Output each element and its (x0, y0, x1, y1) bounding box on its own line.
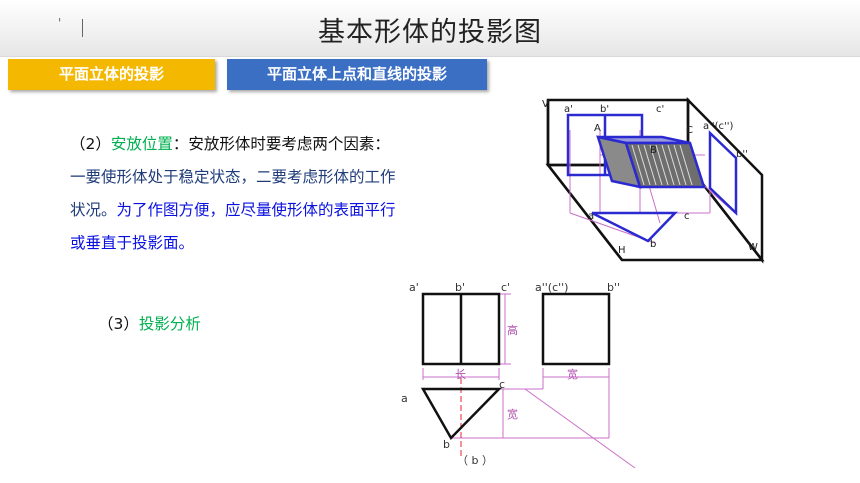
label-b: b (650, 239, 656, 250)
label-H: H (618, 245, 626, 256)
isometric-projection-diagram: V W H a' b' c' a''(c'') b'' A B C a b c (542, 96, 765, 264)
section2-number: （2） (70, 135, 111, 153)
label-b-dprime: b'' (736, 149, 748, 160)
orthographic-projection-diagram: 高 长 宽 宽 a' b' c' a''(c'') b'' a c b （ b … (401, 281, 636, 469)
label-C: C (686, 125, 693, 136)
label-a-prime: a' (564, 104, 573, 115)
h-projection (591, 211, 678, 243)
section2-paragraph: （2）安放位置：安放形体时要考虑两个因素： 一要使形体处于稳定状态，二要考虑形体的… (70, 128, 405, 260)
section2-heading: 安放位置 (110, 135, 173, 153)
label-a-dprime-c: a''(c'') (703, 121, 734, 132)
section3-heading-line: （3）投影分析 (98, 312, 201, 334)
label-b-prime: b' (600, 104, 609, 115)
dim-width-top: 宽 (507, 407, 518, 421)
section2-factors-label: 因素： (343, 135, 390, 153)
frame-left (546, 100, 623, 261)
dim-length: 长 (455, 368, 466, 381)
slide-header: ' 基本形体的投影图 (0, 0, 860, 57)
dim-height: 高 (507, 323, 518, 337)
caption: （ b ） (457, 454, 493, 467)
label-a: a (588, 211, 594, 222)
label-W: W (748, 242, 758, 253)
top-view (420, 387, 502, 441)
section2-line1-tail: 安放形体时要考虑两个 (188, 135, 344, 153)
tab-plane-solid-projection[interactable]: 平面立体的投影 (8, 59, 215, 90)
triangular-prism (596, 135, 706, 189)
section2-colon: ： (172, 135, 189, 153)
label-B: B (650, 145, 657, 156)
label-c-prime: c' (656, 104, 664, 115)
label-a-prime: a' (409, 281, 419, 294)
section3-number: （3） (98, 315, 139, 333)
w-projection (708, 130, 738, 216)
label-V: V (542, 99, 549, 110)
label-A: A (594, 123, 601, 134)
header-divider (82, 19, 83, 37)
label-c: c (684, 211, 690, 222)
label-b: b (443, 438, 450, 451)
section3-heading: 投影分析 (138, 315, 201, 333)
dim-width-side: 宽 (567, 367, 578, 381)
section2-text-part2: 为了作图方便，应尽量使形体的表面平行或垂直于投影面。 (70, 201, 396, 252)
label-c: c (499, 378, 505, 391)
section2-text-part1: 一要使形体处于稳定状态，二要考虑形体的工作状况。 (70, 168, 396, 219)
tab-points-lines-projection[interactable]: 平面立体上点和直线的投影 (227, 59, 487, 90)
label-b-dprime: b'' (607, 281, 620, 294)
label-b-prime: b' (455, 281, 465, 294)
side-view (541, 292, 611, 366)
label-a: a (401, 392, 408, 405)
label-a-dprime-c: a''(c'') (535, 281, 568, 294)
page-title: 基本形体的投影图 (318, 17, 542, 48)
label-c-prime: c' (501, 281, 510, 294)
header-mark: ' (58, 16, 62, 30)
